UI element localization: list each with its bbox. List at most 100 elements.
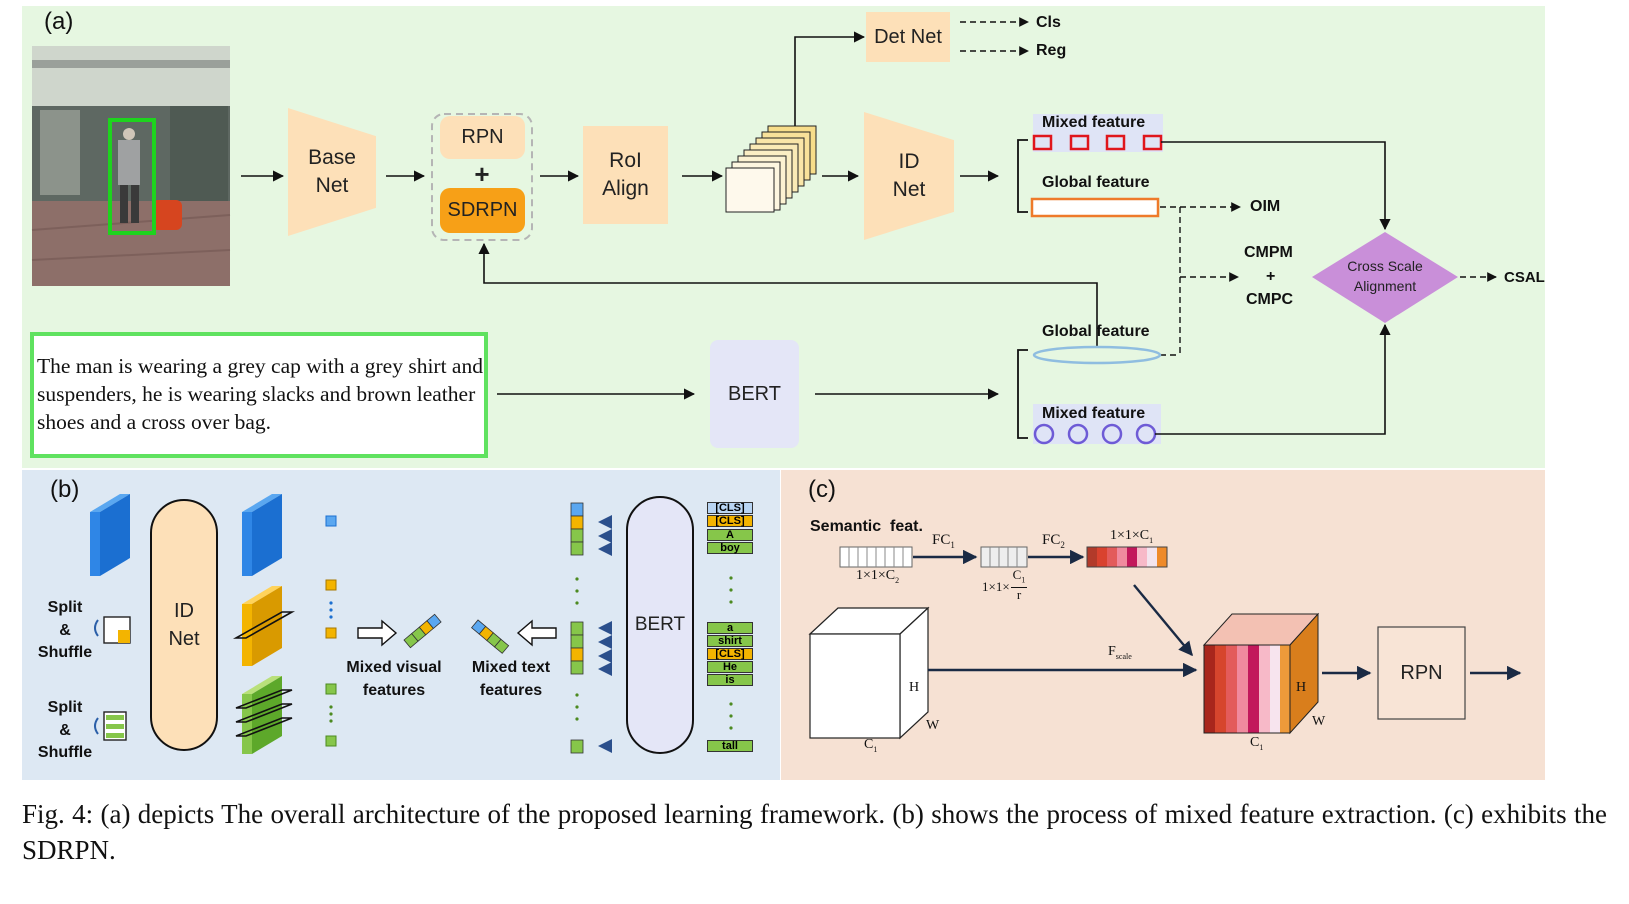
cube-c1-label: C1: [864, 737, 877, 754]
mixed-text-l2: features: [479, 682, 543, 699]
cube-w-label: W: [926, 718, 940, 733]
fscale-sub: scale: [1115, 651, 1132, 661]
cross-scale-alignment-diamond: [1312, 232, 1458, 323]
dim-c2-text: 1×1×C: [856, 568, 896, 583]
fc2-sub: 2: [1060, 540, 1065, 550]
visual-feature-cube: [90, 494, 130, 576]
roi-feature-maps: [725, 125, 817, 213]
dim-c1r-num: C1: [1010, 567, 1028, 588]
dim-c1r-fraction: C1 r: [1010, 567, 1028, 602]
cmpm-label: CMPM: [1244, 244, 1293, 261]
semantic-feat-label: Semantic feat.: [810, 518, 923, 535]
id-net-line2: Net: [892, 178, 926, 201]
panel-c-label: (c): [808, 476, 836, 503]
text-description: The man is wearing a grey cap with a gre…: [37, 354, 483, 434]
reduced-vector: [980, 546, 1028, 568]
token: [CLS]: [707, 648, 753, 660]
rpn-plus: +: [474, 158, 490, 189]
mixed-text-feature-bar: [471, 619, 510, 654]
fc1-label: FC1: [932, 532, 955, 550]
fc2-text: FC: [1042, 532, 1061, 548]
split1-l1: Split: [47, 599, 83, 617]
cube-c1-text: C: [864, 737, 874, 752]
dim-c1-label: 1×1×C1: [1110, 528, 1153, 545]
shuffle-icon-1: [94, 616, 131, 644]
rpn-box: RPN: [440, 116, 525, 159]
out-c1-label: C1: [1250, 735, 1263, 752]
panel-a-label: (a): [44, 8, 74, 35]
token: boy: [707, 542, 753, 554]
token: [CLS]: [707, 515, 753, 527]
csa-line2: Alignment: [1353, 278, 1417, 294]
global-feature-top-label: Global feature: [1042, 174, 1150, 191]
panel-b-label: (b): [50, 476, 80, 503]
split2-l1: Split: [47, 699, 83, 717]
token: shirt: [707, 635, 753, 647]
oim-label: OIM: [1250, 198, 1281, 215]
bert-b-label: BERT: [634, 614, 686, 635]
fscale-text: F: [1108, 644, 1116, 659]
cube-c1-sub: 1: [873, 744, 878, 754]
mixed-feature-bottom-label: Mixed feature: [1042, 405, 1146, 422]
fscale-label: Fscale: [1108, 644, 1132, 661]
token: is: [707, 674, 753, 686]
out-c1-sub: 1: [1259, 742, 1264, 752]
figure-caption: Fig. 4: (a) depicts The overall architec…: [22, 799, 1607, 865]
token: a: [707, 622, 753, 634]
base-net-line2: Net: [315, 174, 349, 197]
cross-scale-alignment-label: Cross Scale Alignment: [1326, 256, 1444, 298]
dim-c1r-num-sub: 1: [1021, 575, 1026, 585]
mixed-visual-l2: features: [362, 682, 426, 699]
dim-c1-sub: 1: [1149, 535, 1154, 545]
split2-l2: &: [59, 721, 71, 739]
sdrpn-box: SDRPN: [440, 188, 525, 233]
roi-align-line2: Align: [602, 177, 649, 200]
csal-label: CSAL: [1504, 269, 1545, 286]
out-w-label: W: [1312, 714, 1326, 729]
dim-c1r-prefix: 1×1×: [982, 579, 1010, 595]
csa-line1: Cross Scale: [1347, 258, 1423, 275]
token: He: [707, 661, 753, 673]
split-shuffle-2: Split & Shuffle: [30, 696, 100, 766]
mixed-visual-feature-bar: [403, 613, 442, 649]
dim-c2-label: 1×1×C2: [856, 568, 899, 585]
split2-l3: Shuffle: [37, 744, 93, 762]
reg-label: Reg: [1036, 42, 1067, 59]
roi-align-line1: RoI: [609, 148, 642, 172]
mixed-visual-l1: Mixed visual: [346, 658, 442, 676]
cube-h-label: H: [909, 680, 920, 695]
scale-vector: [1086, 546, 1168, 568]
split1-l2: &: [59, 621, 71, 639]
out-h-label: H: [1296, 680, 1307, 695]
id-net-b-label: ID Net: [151, 590, 217, 660]
token-ellipsis: [729, 576, 733, 730]
semantic-vector: [839, 546, 913, 568]
fc2-label: FC2: [1042, 532, 1065, 550]
pedestrian-image: [31, 46, 231, 286]
split1-l3: Shuffle: [37, 644, 93, 662]
token: [CLS]: [707, 502, 753, 514]
out-c1-text: C: [1250, 735, 1260, 750]
dim-c1r-label: 1×1× C1 r: [982, 567, 1028, 602]
id-net-b-l1: ID: [174, 600, 194, 622]
shuffle-icon-2: [94, 711, 127, 741]
id-net-line1: ID: [898, 149, 920, 173]
cmpc-label: CMPC: [1246, 291, 1294, 308]
scaled-feature-cube: [1202, 612, 1320, 735]
mixed-feature-top-label: Mixed feature: [1042, 114, 1146, 131]
det-net-box: Det Net: [866, 12, 950, 62]
fc1-text: FC: [932, 532, 951, 548]
dim-c1-text: 1×1×C: [1110, 528, 1150, 543]
split-shuffle-1: Split & Shuffle: [30, 596, 100, 666]
cls-label: Cls: [1036, 14, 1061, 31]
fc1-sub: 1: [950, 540, 955, 550]
mixed-visual-label: Mixed visual features: [340, 654, 448, 704]
dim-c1r-num-text: C: [1012, 567, 1022, 582]
token: tall: [707, 740, 753, 752]
mixed-text-label: Mixed text features: [462, 654, 560, 704]
dim-c1r-den: r: [1016, 586, 1022, 602]
global-feature-bottom-label: Global feature: [1042, 323, 1150, 340]
id-net-b-l2: Net: [168, 628, 200, 650]
mixed-text-l1: Mixed text: [471, 658, 551, 676]
